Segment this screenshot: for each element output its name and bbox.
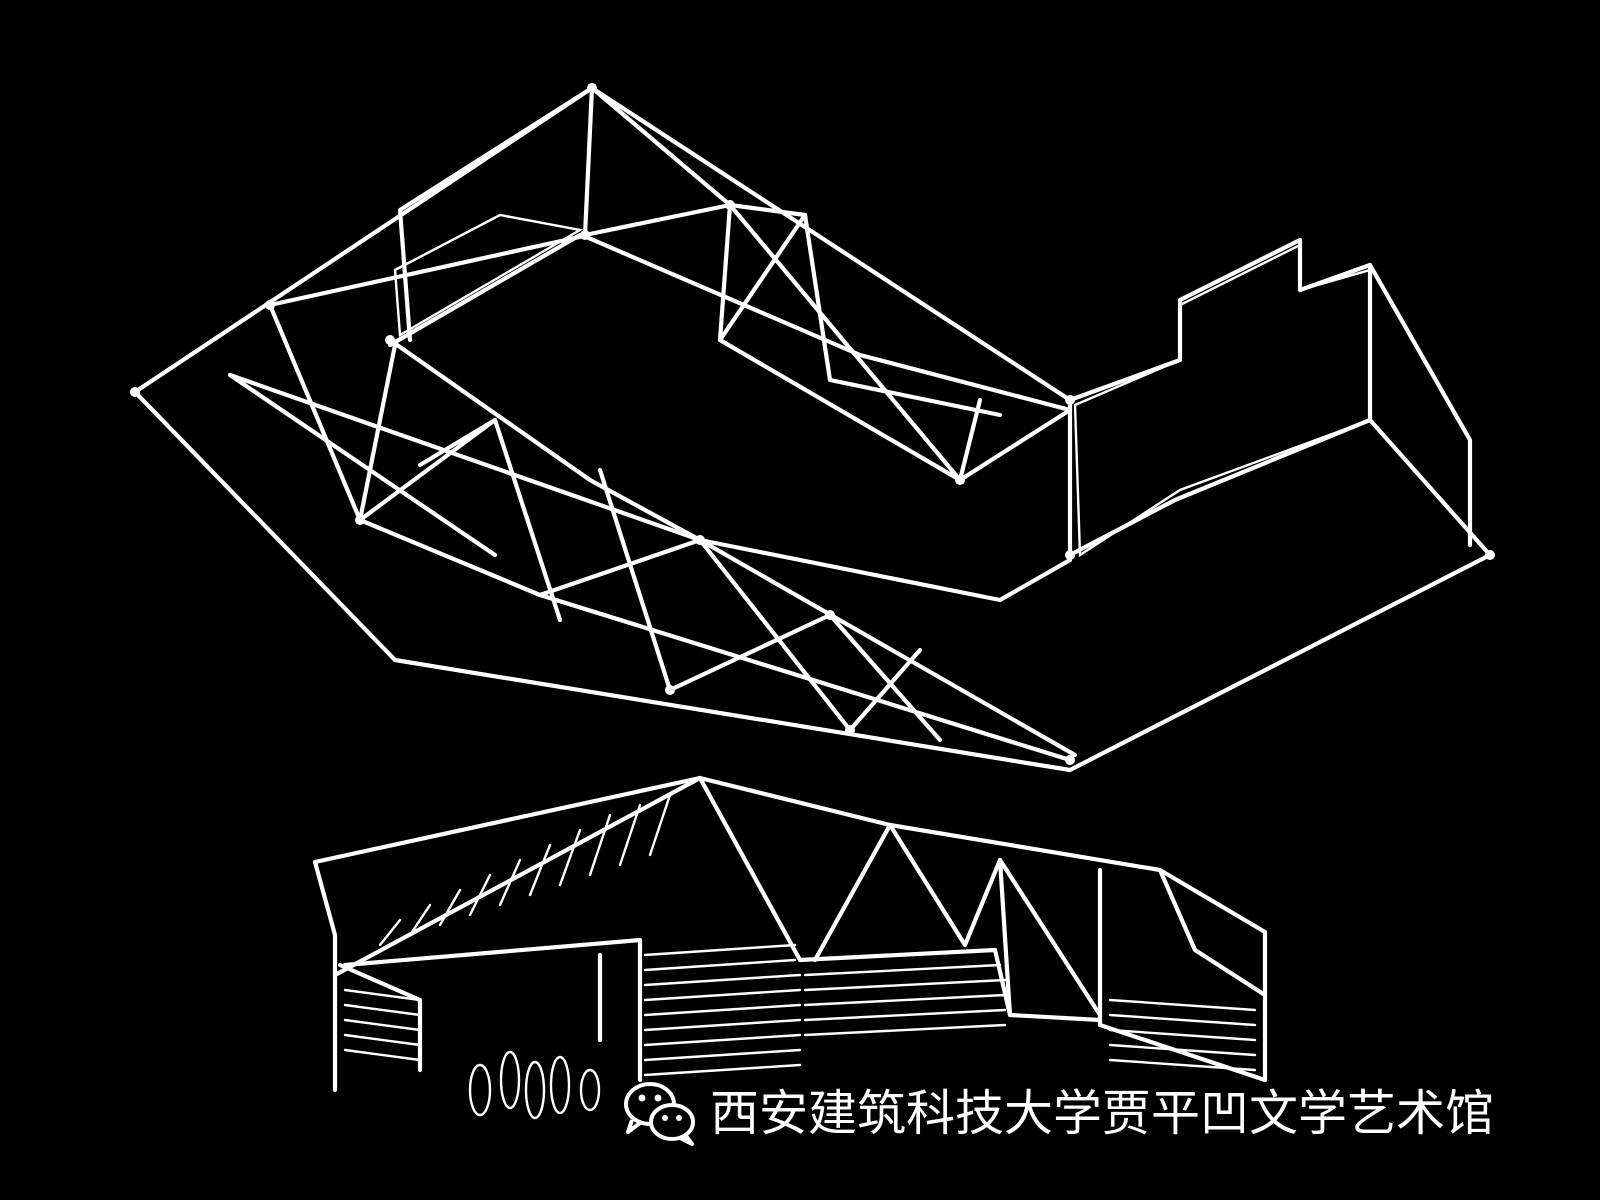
building-elevation-sketch: [312, 775, 1268, 1120]
watermark: 西安建筑科技大学贾平凹文学艺术馆: [622, 1078, 1494, 1148]
roof-frame-sketch: [130, 83, 1495, 773]
wechat-icon: [624, 1082, 695, 1146]
watermark-text: 西安建筑科技大学贾平凹文学艺术馆: [710, 1084, 1495, 1142]
